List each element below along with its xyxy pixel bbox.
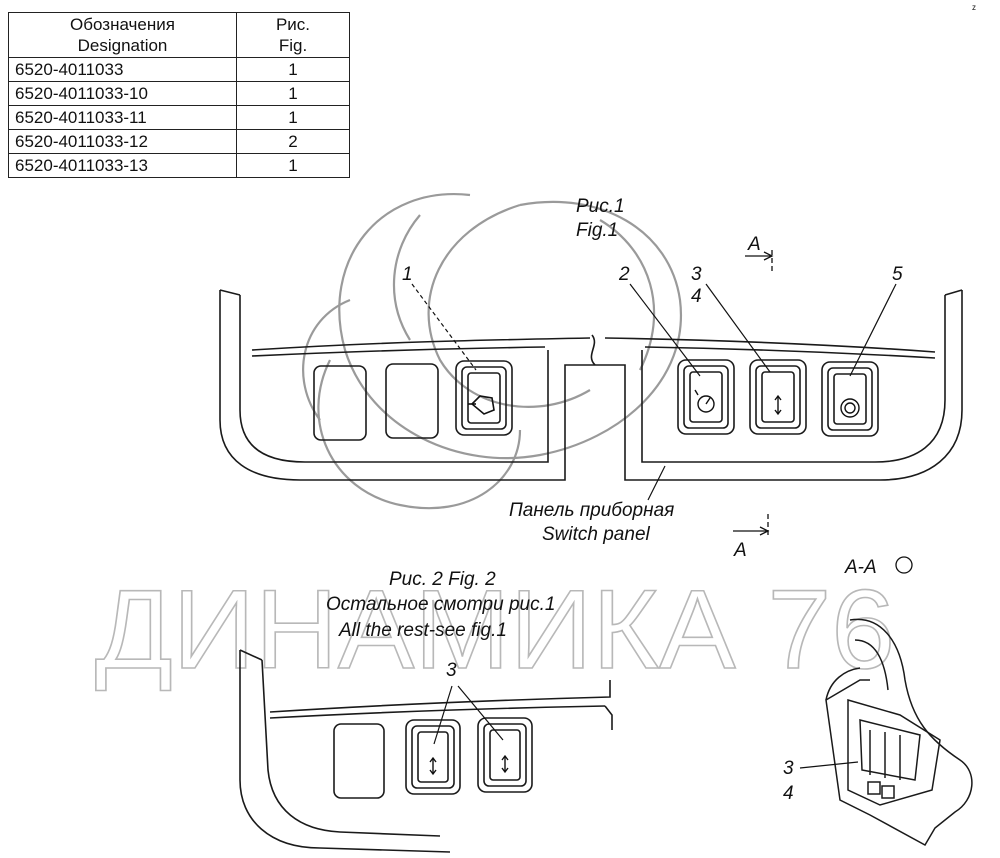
fig1-title-ru: Рис.1 [576,196,625,217]
fig-cell: 2 [236,129,350,154]
designation-cell: 6520-4011033-11 [8,105,237,130]
fig1-leader-lines [411,283,897,501]
table-row: 6520-4011033-10 1 [8,81,350,106]
fig1-title-en: Fig.1 [576,220,618,241]
switch-5-symbol-icon [840,398,860,418]
callout-2: 2 [618,264,630,285]
fig2-note-en: All the rest-see fig.1 [338,620,507,641]
switch-panel-fig1 [219,289,963,481]
fig-cell: 1 [236,81,350,106]
designation-cell: 6520-4011033-13 [8,153,237,178]
designation-cell: 6520-4011033-12 [8,129,237,154]
table-row: 6520-4011033-12 2 [8,129,350,154]
header-designation-en: Designation [77,36,168,55]
switch-3-symbol-icon [774,394,782,416]
panel-label-ru: Панель приборная [509,500,674,521]
callout-1: 1 [402,264,413,285]
header-designation: Обозначения Designation [8,12,237,58]
table-row: 6520-4011033-11 1 [8,105,350,130]
header-fig-ru: Рис. [275,15,311,34]
section-aa-leader [799,761,859,769]
fig2-note-ru: Остальное смотри рис.1 [326,594,555,615]
section-a-label-top: A [747,234,761,255]
callout-4: 4 [691,286,702,307]
designation-cell: 6520-4011033-10 [8,81,237,106]
table-header-row: Обозначения Designation Рис. Fig. [8,12,350,58]
section-aa-detail [825,618,973,847]
panel-label-en: Switch panel [542,524,651,545]
section-aa-callout-3: 3 [783,758,794,779]
header-designation-ru: Обозначения [70,15,175,34]
watermark-logo [302,193,683,510]
designation-table: Обозначения Designation Рис. Fig. 6520-4… [8,12,350,178]
watermark-text: ДИНАМИКА 76 [95,567,895,692]
fig2-callout-3: 3 [446,660,457,681]
switch-panel-fig2 [239,649,613,853]
section-a-mark-bottom [733,514,770,538]
switch-2-symbol-icon [694,389,715,413]
fig2-switch-symbol-icon [429,754,509,776]
fig-cell: 1 [236,153,350,178]
section-a-label-bottom: A [733,540,747,561]
fig-cell: 1 [236,57,350,82]
section-aa-title: А-А [844,557,877,578]
section-aa-scale-circle-icon [895,556,913,574]
corner-mark: z [972,3,976,12]
callout-3: 3 [691,264,702,285]
designation-cell: 6520-4011033 [8,57,237,82]
header-fig: Рис. Fig. [236,12,350,58]
fig2-leader-lines [433,685,504,745]
table-row: 6520-4011033-13 1 [8,153,350,178]
table-row: 6520-4011033 1 [8,57,350,82]
callout-5: 5 [892,264,903,285]
section-aa-callout-4: 4 [783,783,794,804]
section-a-mark-top [745,250,774,272]
switch-1-symbol-icon [468,395,495,415]
fig2-title: Рис. 2 Fig. 2 [389,569,496,590]
header-fig-en: Fig. [278,36,308,55]
